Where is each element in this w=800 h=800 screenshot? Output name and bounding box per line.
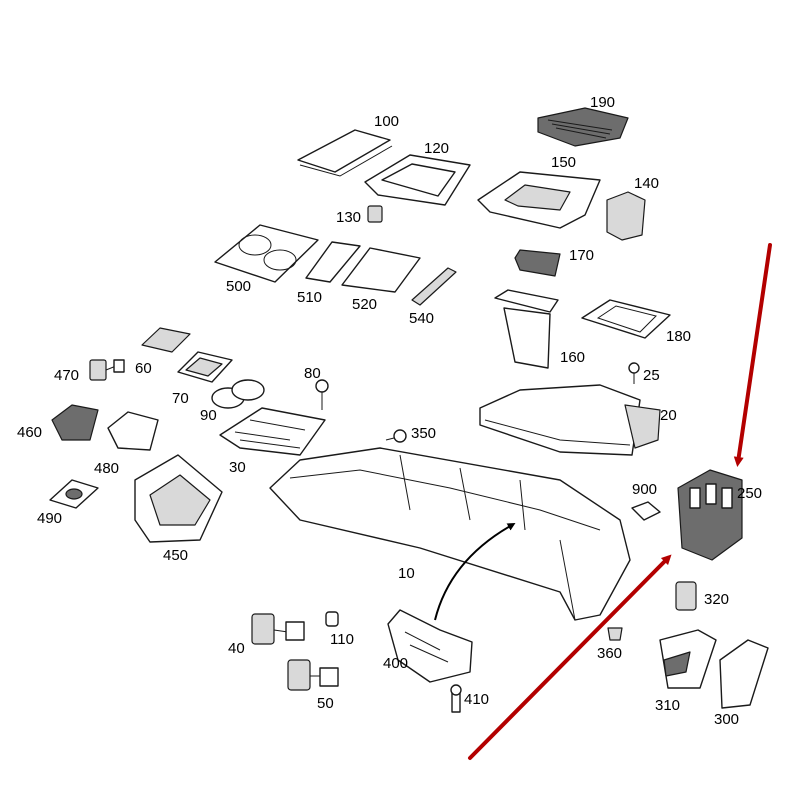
label-110: 110 (330, 631, 354, 648)
label-130: 130 (336, 209, 361, 226)
part-60-tray-mat (141, 327, 191, 353)
part-80-screw (315, 379, 329, 410)
label-180: 180 (666, 328, 691, 345)
red-arrow-lower (468, 554, 672, 760)
part-470-socket (89, 359, 125, 381)
part-360-clip (607, 627, 623, 641)
label-480: 480 (94, 460, 119, 477)
part-70-tray (177, 351, 233, 383)
part-460-box (51, 404, 99, 441)
label-40: 40 (228, 640, 245, 657)
part-50-socket (287, 659, 339, 691)
label-20: 20 (660, 407, 677, 424)
part-310-panel (659, 629, 717, 689)
part-400-bracket (387, 609, 473, 683)
label-490: 490 (37, 510, 62, 527)
label-460: 460 (17, 424, 42, 441)
part-30-mechanism (219, 407, 326, 456)
label-350: 350 (411, 425, 436, 442)
label-500: 500 (226, 278, 251, 295)
label-140: 140 (634, 175, 659, 192)
part-450-bracket (134, 454, 223, 543)
part-500-cupholder-panel (214, 224, 319, 283)
part-160-storage-bin (494, 289, 559, 369)
label-60: 60 (135, 360, 152, 377)
label-190: 190 (590, 94, 615, 111)
part-170-cover (514, 249, 561, 277)
part-100-cover-panel (297, 129, 393, 177)
part-410-bolt (450, 684, 462, 713)
part-20-armrest (479, 384, 661, 456)
label-90: 90 (200, 407, 217, 424)
part-250-rear-vent (677, 469, 743, 561)
label-80: 80 (304, 365, 321, 382)
part-110-cap (325, 611, 339, 627)
part-130-clip (367, 205, 383, 223)
part-490-pad (49, 479, 99, 509)
label-470: 470 (54, 367, 79, 384)
label-30: 30 (229, 459, 246, 476)
label-450: 450 (163, 547, 188, 564)
label-520: 520 (352, 296, 377, 313)
label-300: 300 (714, 711, 739, 728)
part-90-cup-insert (211, 379, 265, 409)
part-300-cover (719, 639, 769, 709)
label-310: 310 (655, 697, 680, 714)
part-140-latch (606, 191, 646, 241)
part-190-grille (537, 107, 629, 147)
part-320-socket (675, 581, 697, 611)
part-10-console-body (269, 447, 631, 621)
part-900-foam (631, 501, 661, 521)
red-arrow-upper (733, 243, 772, 467)
part-180-mat (581, 299, 671, 339)
part-510-strip (305, 241, 361, 283)
label-25: 25 (643, 367, 660, 384)
label-100: 100 (374, 113, 399, 130)
label-150: 150 (551, 154, 576, 171)
part-540-slim-strip (411, 267, 457, 306)
part-150-console-trim (477, 171, 601, 229)
label-410: 410 (464, 691, 489, 708)
part-520-cover-panel (341, 247, 421, 293)
label-160: 160 (560, 349, 585, 366)
label-540: 540 (409, 310, 434, 327)
part-40-socket (251, 613, 305, 645)
part-120-trim-frame (364, 154, 471, 206)
label-900: 900 (632, 481, 657, 498)
label-10: 10 (398, 565, 415, 582)
label-360: 360 (597, 645, 622, 662)
label-120: 120 (424, 140, 449, 157)
part-480-holder (107, 411, 159, 451)
assembly-arrow (434, 523, 516, 621)
label-170: 170 (569, 247, 594, 264)
label-400: 400 (383, 655, 408, 672)
label-50: 50 (317, 695, 334, 712)
label-320: 320 (704, 591, 729, 608)
label-70: 70 (172, 390, 189, 407)
part-25-screw (628, 362, 640, 384)
part-350-screw (385, 429, 407, 443)
label-510: 510 (297, 289, 322, 306)
label-250: 250 (737, 485, 762, 502)
